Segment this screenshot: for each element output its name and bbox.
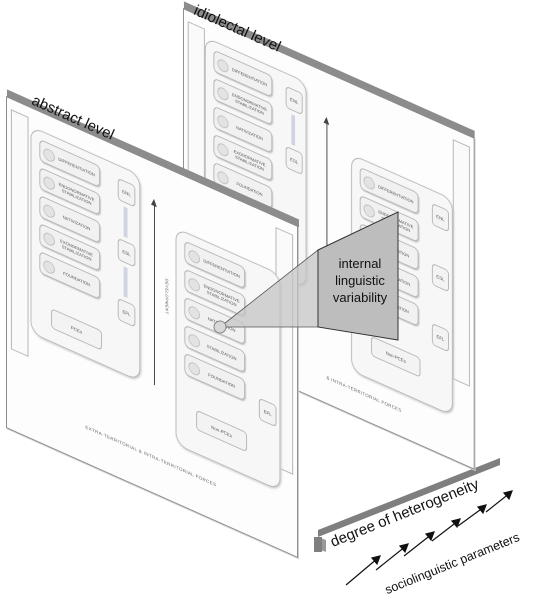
callout-line3: variability <box>332 290 388 305</box>
callout-label: internal linguistic variability <box>320 255 400 306</box>
callout-line1: internal <box>338 256 382 271</box>
callout-line2: linguistic <box>335 273 385 288</box>
